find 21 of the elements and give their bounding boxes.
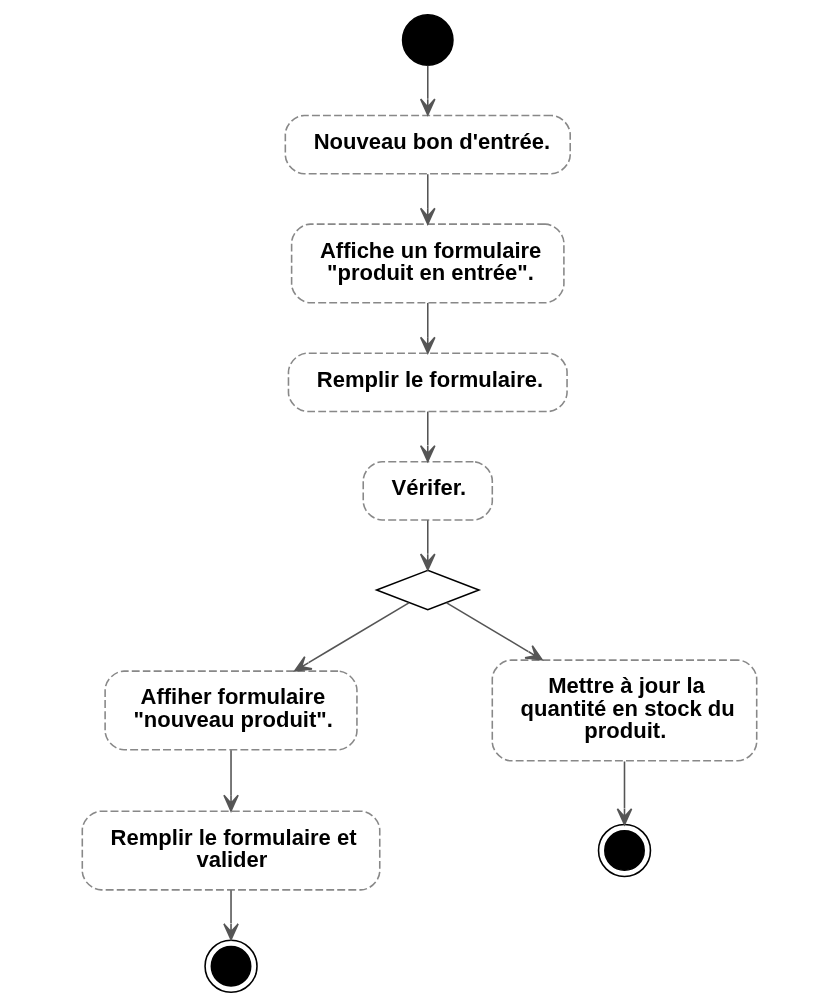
arrow <box>419 302 436 354</box>
arrow <box>223 889 239 941</box>
arrow <box>419 410 436 463</box>
node-bullseye <box>204 939 258 993</box>
node-box: Remplir le formulaire. <box>287 352 568 413</box>
arrow <box>445 602 543 661</box>
node-circle <box>401 14 454 66</box>
arrow <box>419 64 436 116</box>
arrow <box>223 749 239 812</box>
node-bullseye <box>597 823 652 878</box>
node-box: Nouveau bon d'entrée. <box>284 114 571 175</box>
node-box: Affiche un formulaire "produit en entrée". <box>290 223 565 304</box>
arrow <box>294 602 410 672</box>
arrow <box>616 760 633 826</box>
arrow <box>419 173 436 225</box>
node-box: Vérifer. <box>362 461 494 521</box>
node-diamond <box>374 569 482 611</box>
node-box: Affiher formulaire "nouveau produit". <box>104 670 358 751</box>
arrow <box>419 519 436 571</box>
node-box: Mettre à jour la quantité en stock du produit. <box>491 659 758 762</box>
node-box: Remplir le formulaire et valider <box>81 810 381 891</box>
